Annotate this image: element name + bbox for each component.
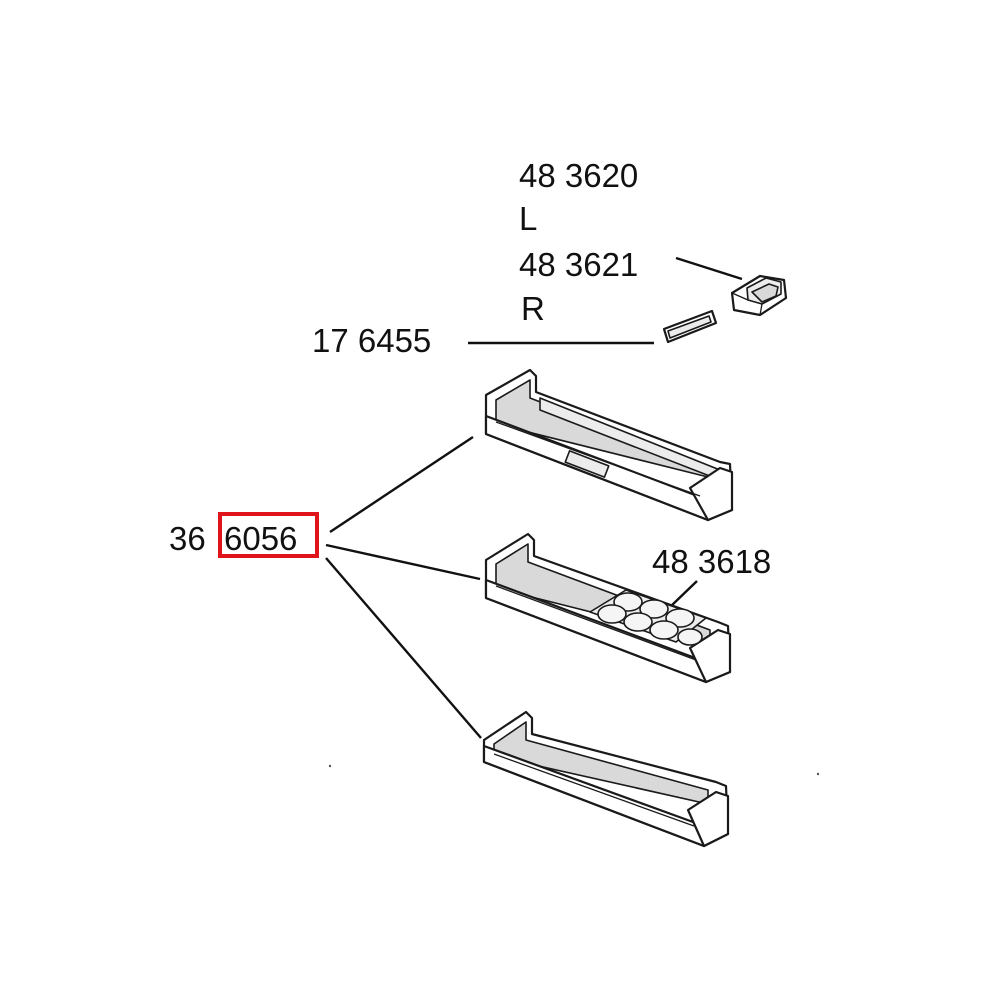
door-shelf-middle: [484, 532, 732, 684]
label-483620: 48 3620: [519, 157, 639, 194]
door-shelf-bottom: [482, 710, 730, 848]
label-366056-suffix: 6056: [224, 520, 298, 557]
label-side-l: L: [519, 200, 538, 237]
label-side-r: R: [521, 290, 545, 327]
leader-483621: [675, 256, 743, 281]
label-176455: 17 6455: [312, 322, 432, 359]
leader-366056-top: [329, 436, 474, 533]
leader-483618: [669, 580, 698, 608]
strip-part: [662, 309, 718, 344]
label-483621: 48 3621: [519, 246, 639, 283]
leader-366056-bottom: [325, 557, 482, 739]
label-483618: 48 3618: [652, 543, 772, 580]
leader-366056-middle: [325, 543, 481, 581]
door-shelf-top: [484, 368, 734, 522]
highlight-box-6056: [218, 512, 319, 558]
label-366056-prefix: 36: [169, 520, 206, 557]
clip-part: [730, 274, 788, 317]
egg-tray: [589, 589, 707, 646]
